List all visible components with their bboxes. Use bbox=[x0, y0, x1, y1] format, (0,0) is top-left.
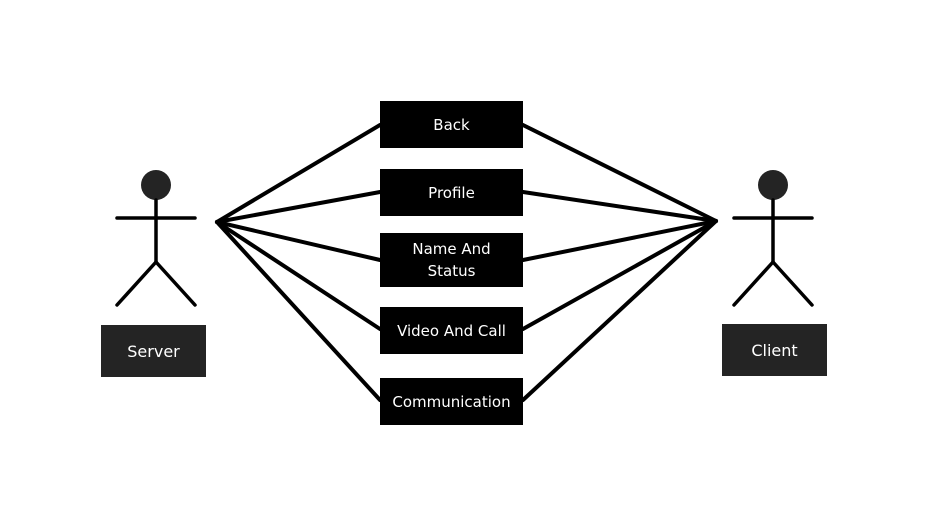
association-client-back bbox=[521, 123, 718, 223]
use-case-profile-label: Profile bbox=[428, 183, 475, 202]
association-client-name-and-status bbox=[521, 219, 718, 262]
association-server-video-and-call bbox=[215, 220, 382, 331]
client-actor-head bbox=[758, 170, 788, 200]
client-label-text: Client bbox=[751, 340, 798, 360]
server-label-text: Server bbox=[127, 341, 180, 361]
association-client-video-and-call bbox=[521, 219, 718, 331]
server-actor-right-leg bbox=[154, 260, 197, 307]
client-actor-icon bbox=[732, 170, 814, 307]
association-server-communication bbox=[215, 220, 382, 402]
association-server-name-and-status bbox=[215, 220, 382, 262]
use-case-video-and-call: Video And Call bbox=[380, 307, 523, 354]
client-actor-label: Client bbox=[722, 324, 827, 376]
client-actor-right-leg bbox=[771, 260, 814, 307]
server-actor-head bbox=[141, 170, 171, 200]
association-server-profile bbox=[215, 190, 382, 224]
server-associations bbox=[215, 123, 382, 402]
use-case-name-and-status: Name And Status bbox=[380, 233, 523, 287]
use-case-profile: Profile bbox=[380, 169, 523, 216]
use-case-video-and-call-label: Video And Call bbox=[397, 321, 506, 340]
server-actor-icon bbox=[115, 170, 197, 307]
use-case-back-label: Back bbox=[433, 115, 470, 134]
use-case-name-and-status-label: Name And Status bbox=[412, 240, 491, 280]
use-case-communication: Communication bbox=[380, 378, 523, 425]
use-case-back: Back bbox=[380, 101, 523, 148]
association-server-back bbox=[215, 123, 382, 224]
use-case-communication-label: Communication bbox=[392, 392, 511, 411]
server-actor-label: Server bbox=[101, 325, 206, 377]
association-client-profile bbox=[521, 190, 718, 223]
server-actor-left-leg bbox=[115, 260, 158, 307]
client-actor-left-leg bbox=[732, 260, 775, 307]
client-associations bbox=[521, 123, 718, 402]
association-client-communication bbox=[521, 219, 718, 402]
